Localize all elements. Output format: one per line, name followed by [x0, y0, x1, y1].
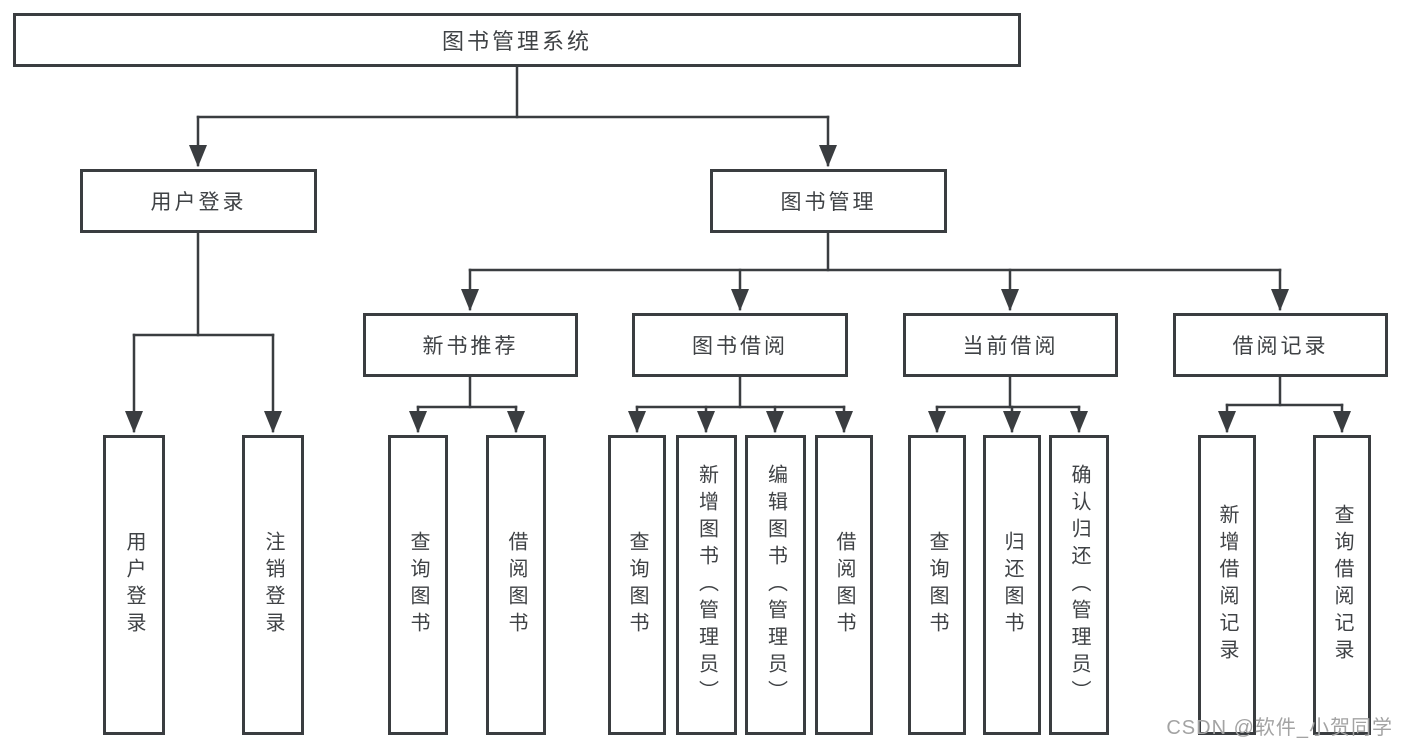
leaf-user-login: 用户登录 — [103, 435, 165, 735]
node-borrow-records: 借阅记录 — [1173, 313, 1388, 377]
leaf-confirm-return-admin: 确认归还（管理员） — [1049, 435, 1109, 735]
node-current-borrow: 当前借阅 — [903, 313, 1118, 377]
leaf-borrow-books-under-borrow: 借阅图书 — [815, 435, 873, 735]
leaf-return-book: 归还图书 — [983, 435, 1041, 735]
node-new-book-recommend: 新书推荐 — [363, 313, 578, 377]
leaf-add-book-admin: 新增图书（管理员） — [676, 435, 737, 735]
leaf-query-books-under-current: 查询图书 — [908, 435, 966, 735]
leaf-query-books-under-recommend: 查询图书 — [388, 435, 448, 735]
node-library-management-system: 图书管理系统 — [13, 13, 1021, 67]
leaf-query-borrow-record: 查询借阅记录 — [1313, 435, 1371, 735]
leaf-logout: 注销登录 — [242, 435, 304, 735]
node-user-login: 用户登录 — [80, 169, 317, 233]
leaf-query-books-under-borrow: 查询图书 — [608, 435, 666, 735]
node-book-management: 图书管理 — [710, 169, 947, 233]
leaf-edit-book-admin: 编辑图书（管理员） — [745, 435, 806, 735]
node-book-borrow: 图书借阅 — [632, 313, 848, 377]
leaf-borrow-books-under-recommend: 借阅图书 — [486, 435, 546, 735]
csdn-watermark: CSDN @软件_小贺同学 — [1166, 717, 1393, 739]
leaf-add-borrow-record: 新增借阅记录 — [1198, 435, 1256, 735]
